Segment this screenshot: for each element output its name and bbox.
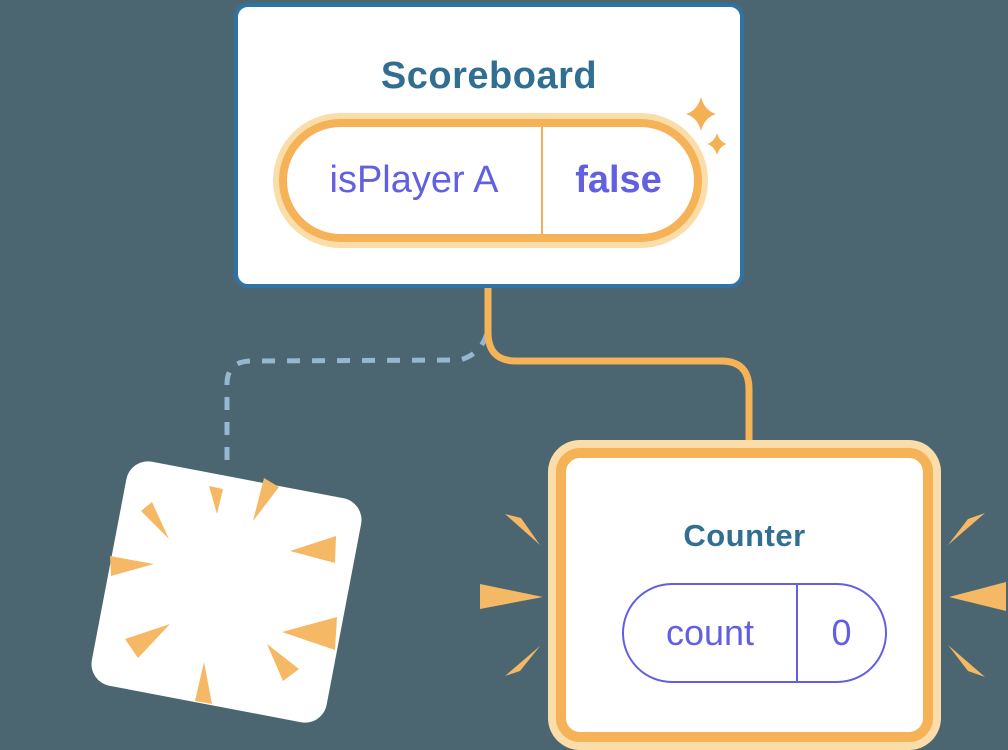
scoreboard-component-card: Scoreboard isPlayer A false xyxy=(234,3,744,288)
counter-state-pill: count 0 xyxy=(622,583,887,683)
scoreboard-state-value: false xyxy=(575,159,662,201)
counter-state-value: 0 xyxy=(831,612,852,653)
emphasis-burst-right-icon xyxy=(948,513,1006,677)
removed-component-card xyxy=(91,461,362,723)
sparkles-icon xyxy=(686,97,727,155)
poof-burst-icon xyxy=(91,461,362,723)
counter-title: Counter xyxy=(683,518,806,553)
orange-connector-line xyxy=(484,282,753,468)
counter-state-name: count xyxy=(665,612,755,653)
pill-divider xyxy=(541,127,543,234)
scoreboard-state-pill: isPlayer A false xyxy=(279,119,702,242)
scoreboard-title: Scoreboard xyxy=(380,55,598,97)
scoreboard-state-name: isPlayer A xyxy=(329,159,499,201)
dashed-connector-line xyxy=(224,332,490,462)
emphasis-burst-left-icon xyxy=(480,514,543,676)
poof-rays xyxy=(110,478,337,704)
counter-component-card: Counter count 0 xyxy=(556,448,933,742)
pill-divider xyxy=(796,585,798,681)
